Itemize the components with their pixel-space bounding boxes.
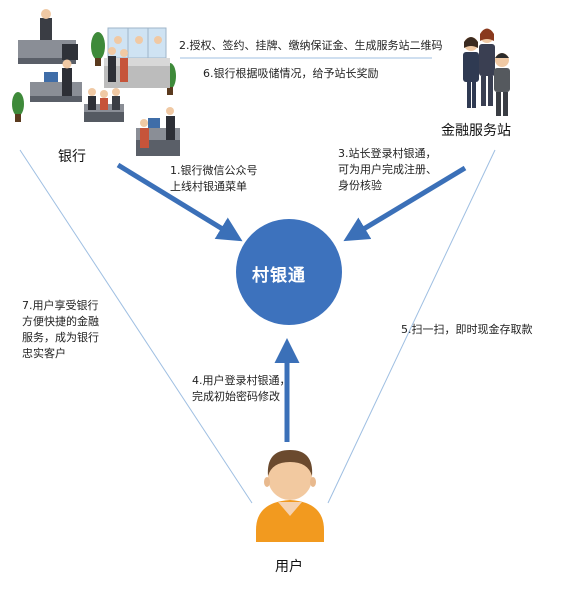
bank-label: 银行 bbox=[58, 149, 86, 165]
step-4-label: 4.用户登录村银通， 完成初始密码修改 bbox=[192, 374, 291, 403]
line-bank-user bbox=[19, 149, 253, 504]
step-3-label: 3.站长登录村银通， 可为用户完成注册、 身份核验 bbox=[338, 147, 437, 192]
center-label: 村银通 bbox=[252, 266, 306, 286]
arrow-station-center bbox=[343, 165, 467, 242]
step-5-label: 5.扫一扫，即时现金存取款 bbox=[401, 323, 533, 336]
user-avatar-icon bbox=[256, 450, 324, 542]
step-6-label: 6.银行根据吸储情况，给予站长奖励 bbox=[203, 67, 379, 80]
step-2-label: 2.授权、签约、挂牌、缴纳保证金、生成服务站二维码 bbox=[179, 39, 443, 52]
bank-illustration bbox=[12, 9, 180, 156]
user-label: 用户 bbox=[275, 559, 303, 575]
step-1-label: 1.银行微信公众号 上线村银通菜单 bbox=[170, 164, 258, 193]
center-circle bbox=[236, 219, 342, 325]
station-label: 金融服务站 bbox=[441, 123, 511, 139]
step-7-label: 7.用户享受银行 方便快捷的金融 服务，成为银行 忠实客户 bbox=[22, 299, 99, 360]
station-illustration bbox=[463, 28, 510, 116]
arrow-bank-center bbox=[116, 162, 243, 242]
line-station-user bbox=[327, 149, 496, 504]
